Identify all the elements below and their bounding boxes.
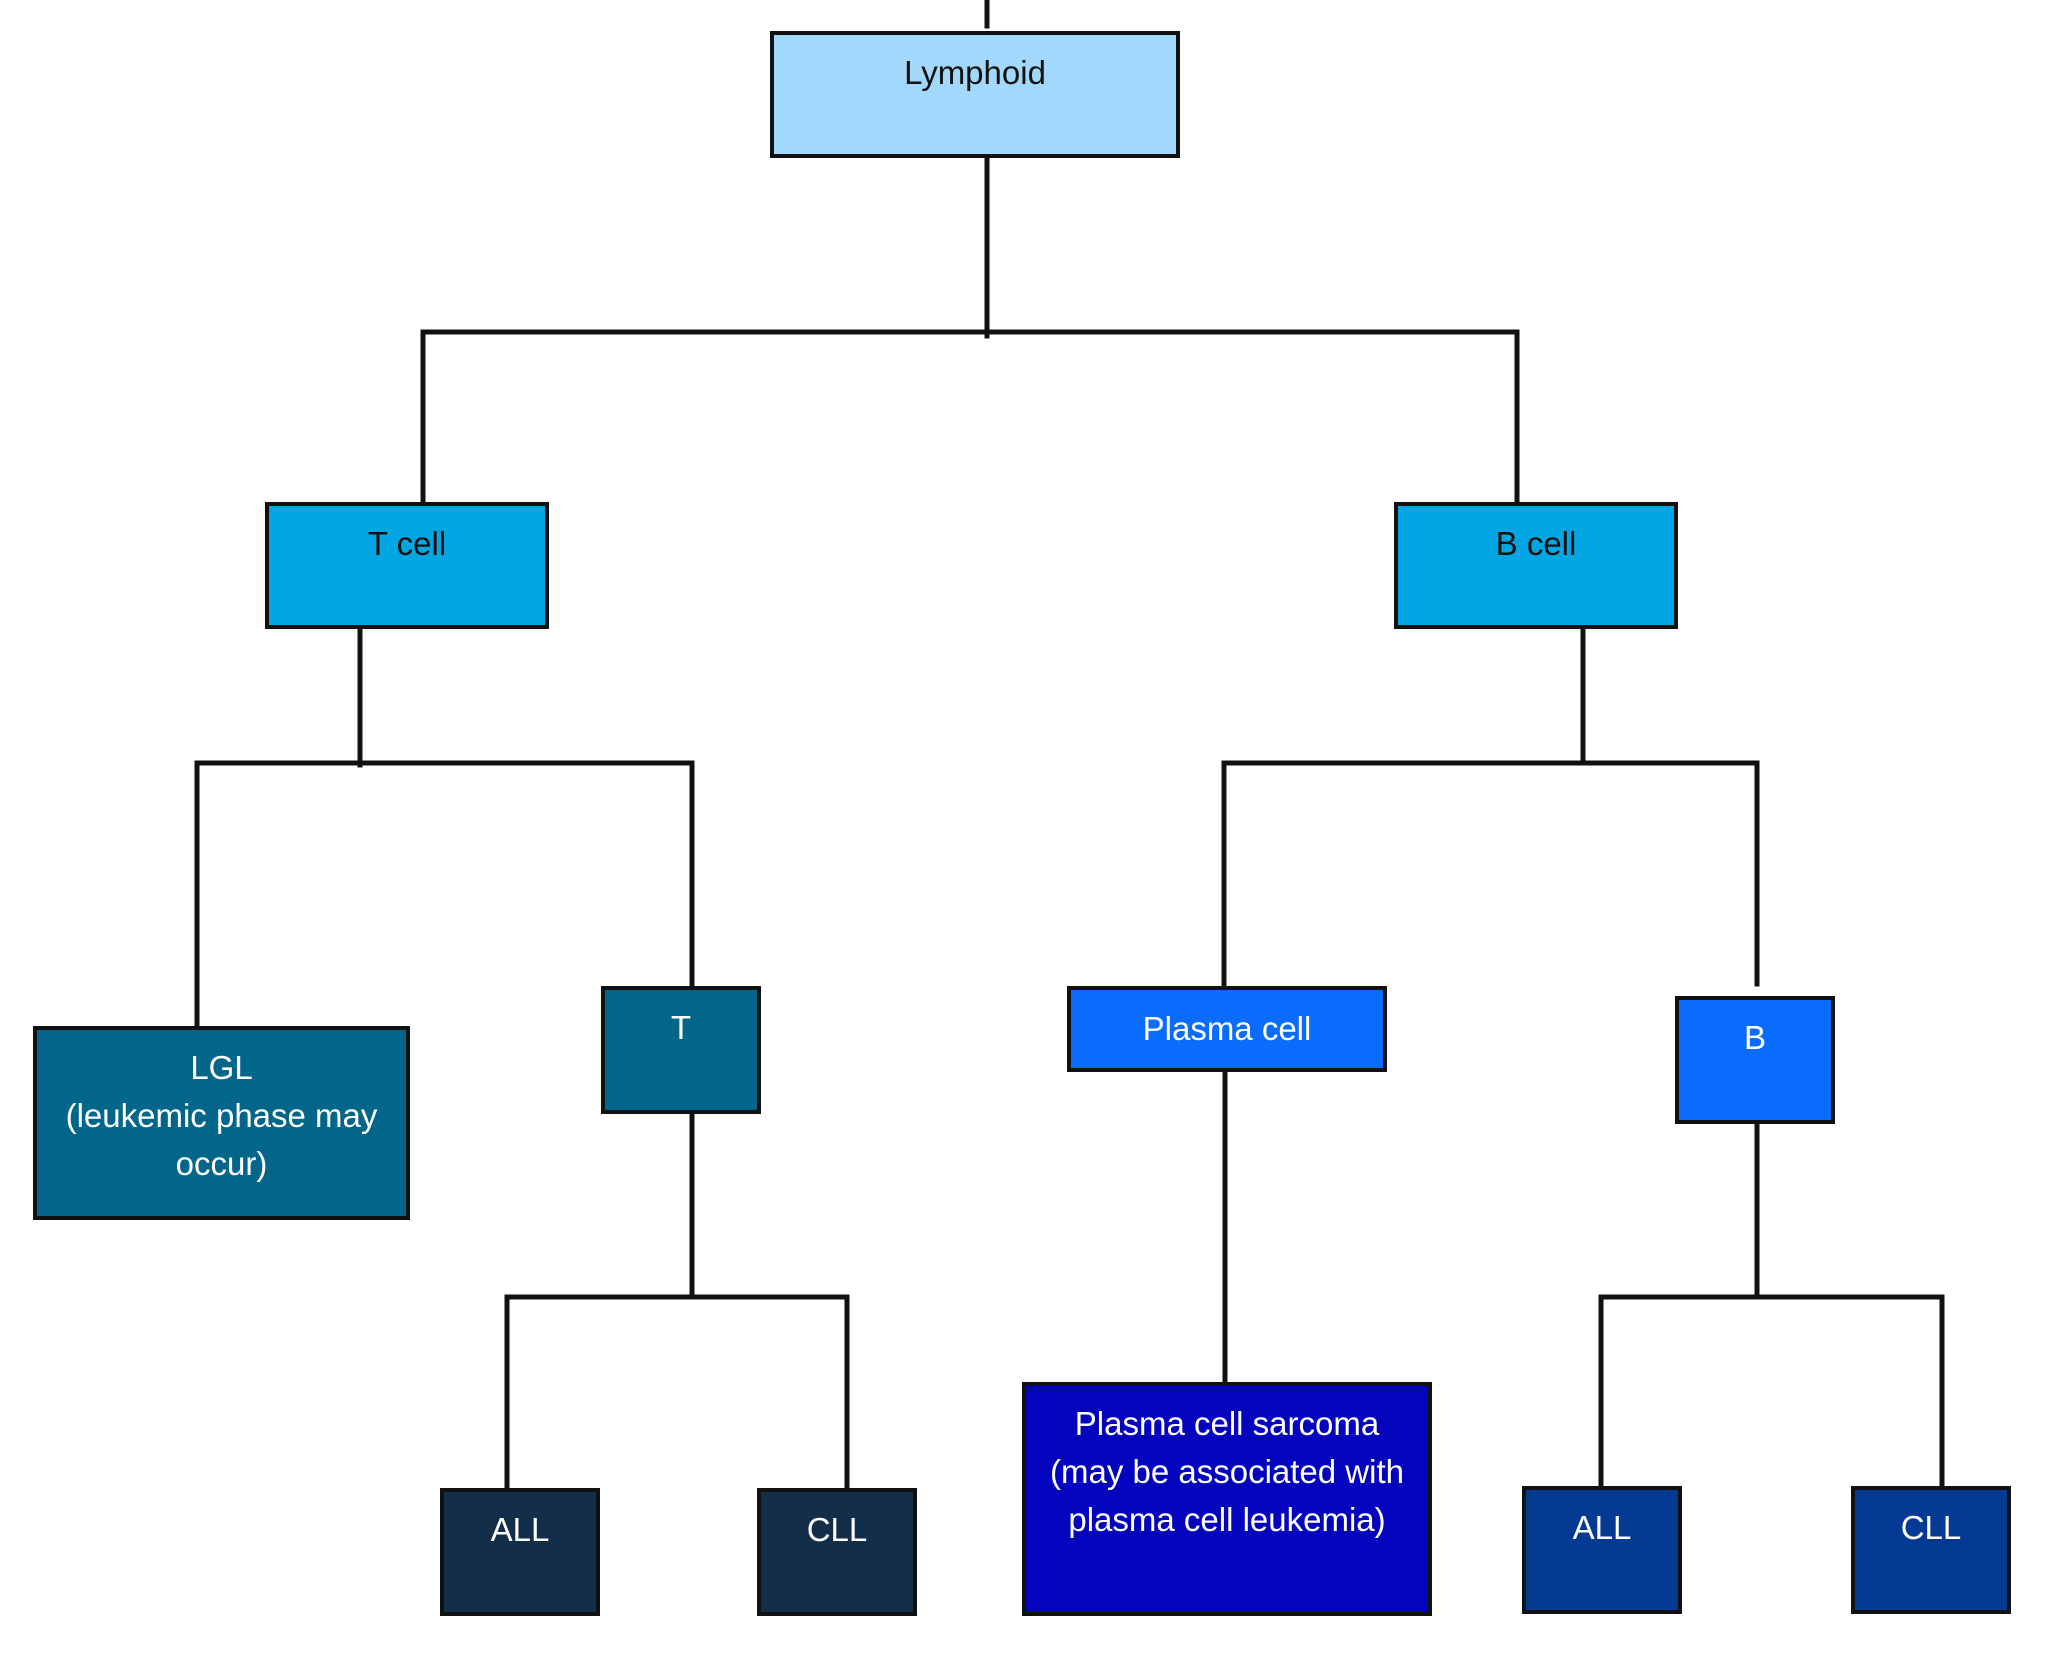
node-b-cll: CLL bbox=[1851, 1486, 2011, 1614]
node-lgl: LGL (leukemic phase may occur) bbox=[33, 1026, 410, 1220]
node-label-line: B bbox=[1743, 1019, 1766, 1056]
node-t: T bbox=[601, 986, 761, 1114]
node-plasma-cell: Plasma cell bbox=[1067, 986, 1387, 1072]
node-b-cell: B cell bbox=[1394, 502, 1678, 629]
node-t-cell: T cell bbox=[265, 502, 549, 629]
node-b-all: ALL bbox=[1522, 1486, 1682, 1614]
node-t-cll: CLL bbox=[757, 1488, 917, 1616]
node-label-line: ALL bbox=[1572, 1509, 1632, 1546]
node-t-all: ALL bbox=[440, 1488, 600, 1616]
node-plasma-cell-sarcoma: Plasma cell sarcoma (may be associated wi… bbox=[1022, 1382, 1432, 1616]
node-label-line: ALL bbox=[490, 1511, 550, 1548]
node-label-line: B cell bbox=[1495, 525, 1577, 562]
node-label-line: (may be associated with bbox=[1050, 1453, 1404, 1490]
node-label-line: Lymphoid bbox=[904, 54, 1046, 91]
node-label-line: T bbox=[670, 1009, 692, 1046]
node-label-line: CLL bbox=[1900, 1509, 1962, 1546]
node-label-line: Plasma cell sarcoma bbox=[1074, 1405, 1380, 1442]
node-label-line: T cell bbox=[367, 525, 447, 562]
node-label-line: Plasma cell bbox=[1142, 1010, 1312, 1047]
node-label-line: LGL bbox=[190, 1049, 253, 1086]
node-lymphoid: Lymphoid bbox=[770, 31, 1180, 158]
node-b: B bbox=[1675, 996, 1835, 1124]
node-label-line: occur) bbox=[175, 1145, 268, 1182]
node-label-line: plasma cell leukemia) bbox=[1068, 1501, 1386, 1538]
node-label-line: (leukemic phase may bbox=[65, 1097, 378, 1134]
node-label-line: CLL bbox=[806, 1511, 868, 1548]
